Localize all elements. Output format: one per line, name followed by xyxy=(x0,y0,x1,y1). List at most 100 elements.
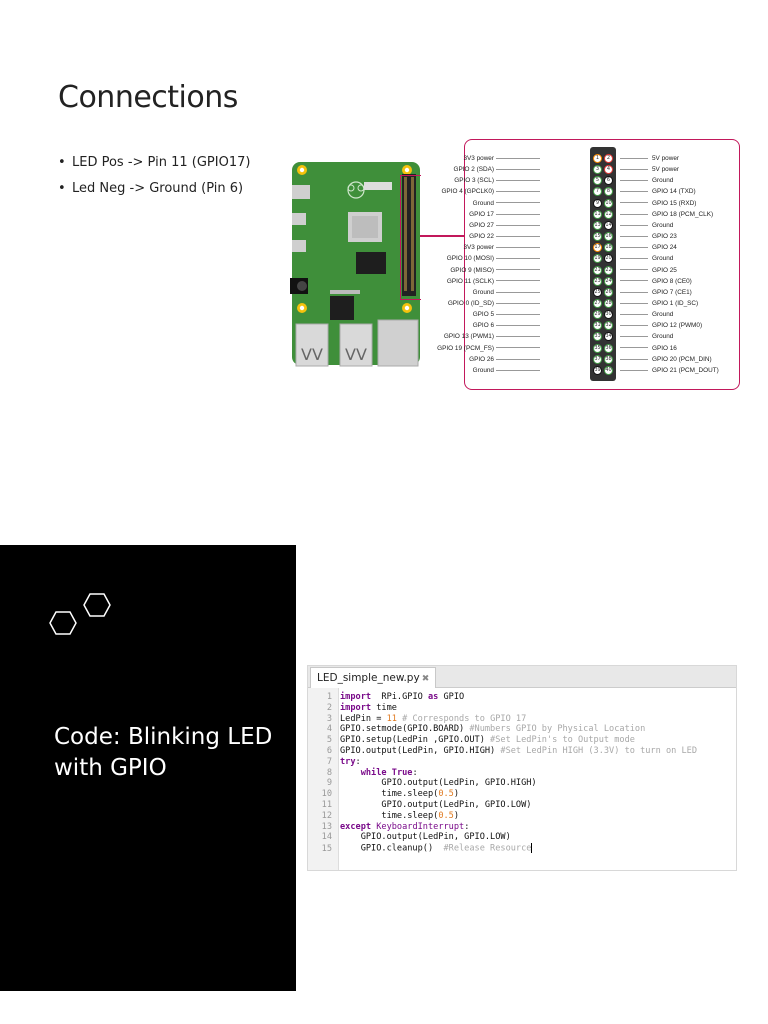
pin-label-left: GPIO 19 (PCM_FS) xyxy=(340,343,540,354)
pin-lead-line xyxy=(620,313,648,315)
code-token: : xyxy=(412,767,418,778)
pin-name: GPIO 4 (GPCLK0) xyxy=(441,188,494,196)
gpio-header xyxy=(590,147,616,381)
pin-number: 39 xyxy=(593,365,602,375)
pin-label-left: GPIO 11 (SCLK) xyxy=(340,276,540,287)
pin-lead-line xyxy=(620,157,648,159)
pin-name: GPIO 8 (CE0) xyxy=(652,277,692,285)
close-icon[interactable]: ✖ xyxy=(421,674,430,684)
pin-lead-line xyxy=(496,235,540,237)
code-token: ) xyxy=(453,789,460,800)
pin-label-right: 5V power xyxy=(620,153,760,164)
pin-label-right: GPIO 16 xyxy=(620,343,760,354)
pin-label-left: 3V3 power xyxy=(340,242,540,253)
code-token: #Set LedPin's to Output mode xyxy=(490,735,635,746)
pin-number: 25 xyxy=(593,287,602,297)
pin-number: 16 xyxy=(604,232,613,242)
pin-lead-line xyxy=(496,202,540,204)
line-number: 11 xyxy=(321,799,332,810)
line-number: 10 xyxy=(321,789,332,800)
pin-label-left: GPIO 4 (GPCLK0) xyxy=(340,186,540,197)
pin-name: 5V power xyxy=(652,155,679,162)
line-number: 15 xyxy=(321,843,332,854)
pin-number: 20 xyxy=(604,254,613,264)
pin-label-right: 5V power xyxy=(620,164,760,175)
pin-label-right: GPIO 21 (PCM_DOUT) xyxy=(620,365,760,376)
pin-number: 1 xyxy=(593,154,602,163)
pin-name: GPIO 7 (CE1) xyxy=(652,288,692,296)
code-token: : xyxy=(355,756,361,767)
pin-lead-line xyxy=(496,280,540,282)
pin-number: 8 xyxy=(604,187,613,197)
pin-lead-line xyxy=(496,358,540,360)
bullet-item: LED Pos -> Pin 11 (GPIO17) xyxy=(56,150,250,176)
pin-label-left: GPIO 27 xyxy=(340,220,540,231)
pin-label-left: GPIO 6 xyxy=(340,320,540,331)
code-token: except xyxy=(340,821,372,832)
code-token: as xyxy=(427,692,439,702)
pin-name: GPIO 16 xyxy=(652,344,677,352)
pin-lead-line xyxy=(620,369,648,371)
pin-number: 40 xyxy=(604,365,613,375)
pin-number: 26 xyxy=(604,287,613,297)
pin-name: Ground xyxy=(652,255,674,263)
code-token: GPIO.output(LedPin, GPIO.LOW) xyxy=(340,832,511,843)
pin-lead-line xyxy=(496,258,540,260)
code-token: import xyxy=(340,692,372,702)
tab-led-simple-new[interactable]: LED_simple_new.py✖ xyxy=(310,667,437,688)
code-token: LedPin = xyxy=(340,713,387,724)
pin-number: 7 xyxy=(593,187,602,197)
code-token: while xyxy=(360,767,387,778)
code-token: ) xyxy=(453,810,460,821)
code-token: 11 xyxy=(386,713,397,724)
code-token: try xyxy=(340,756,356,767)
line-number: 4 xyxy=(326,724,332,735)
pinout-callout-line xyxy=(420,235,466,237)
pin-number: 32 xyxy=(604,321,613,331)
pin-lead-line xyxy=(496,157,540,159)
pin-lead-line xyxy=(620,347,648,349)
pin-name: Ground xyxy=(472,366,494,374)
code-token: time xyxy=(371,702,397,713)
pin-label-left: GPIO 9 (MISO) xyxy=(340,265,540,276)
pin-lead-line xyxy=(620,302,648,304)
pin-name: Ground xyxy=(652,311,674,319)
pin-number: 27 xyxy=(593,298,602,308)
pin-name: GPIO 6 xyxy=(472,322,494,330)
pin-number: 36 xyxy=(604,343,613,353)
pin-name: 5V power xyxy=(652,166,679,174)
pin-name: GPIO 14 (TXD) xyxy=(652,188,696,196)
pin-label-left: GPIO 22 xyxy=(340,231,540,242)
line-number: 14 xyxy=(321,832,332,843)
editor-tab-bar: LED_simple_new.py✖ xyxy=(308,666,736,688)
pin-name: GPIO 12 (PWM0) xyxy=(652,322,703,330)
pin-lead-line xyxy=(620,258,648,260)
code-line: 8 while True: xyxy=(308,768,736,779)
pin-name: GPIO 27 xyxy=(469,221,494,229)
pin-label-left: GPIO 10 (MOSI) xyxy=(340,253,540,264)
code-token: #Set LedPin HIGH (3.3V) to turn on LED xyxy=(500,745,697,756)
pin-lead-line xyxy=(620,325,648,327)
pin-name: GPIO 11 (SCLK) xyxy=(446,277,494,285)
pin-number: 4 xyxy=(604,165,613,175)
pin-label-right: Ground xyxy=(620,309,760,320)
code-token: 0.5 xyxy=(438,789,454,800)
title-sidebar xyxy=(0,545,296,991)
pin-label-right: GPIO 1 (ID_SC) xyxy=(620,298,760,309)
pin-lead-line xyxy=(496,213,540,215)
